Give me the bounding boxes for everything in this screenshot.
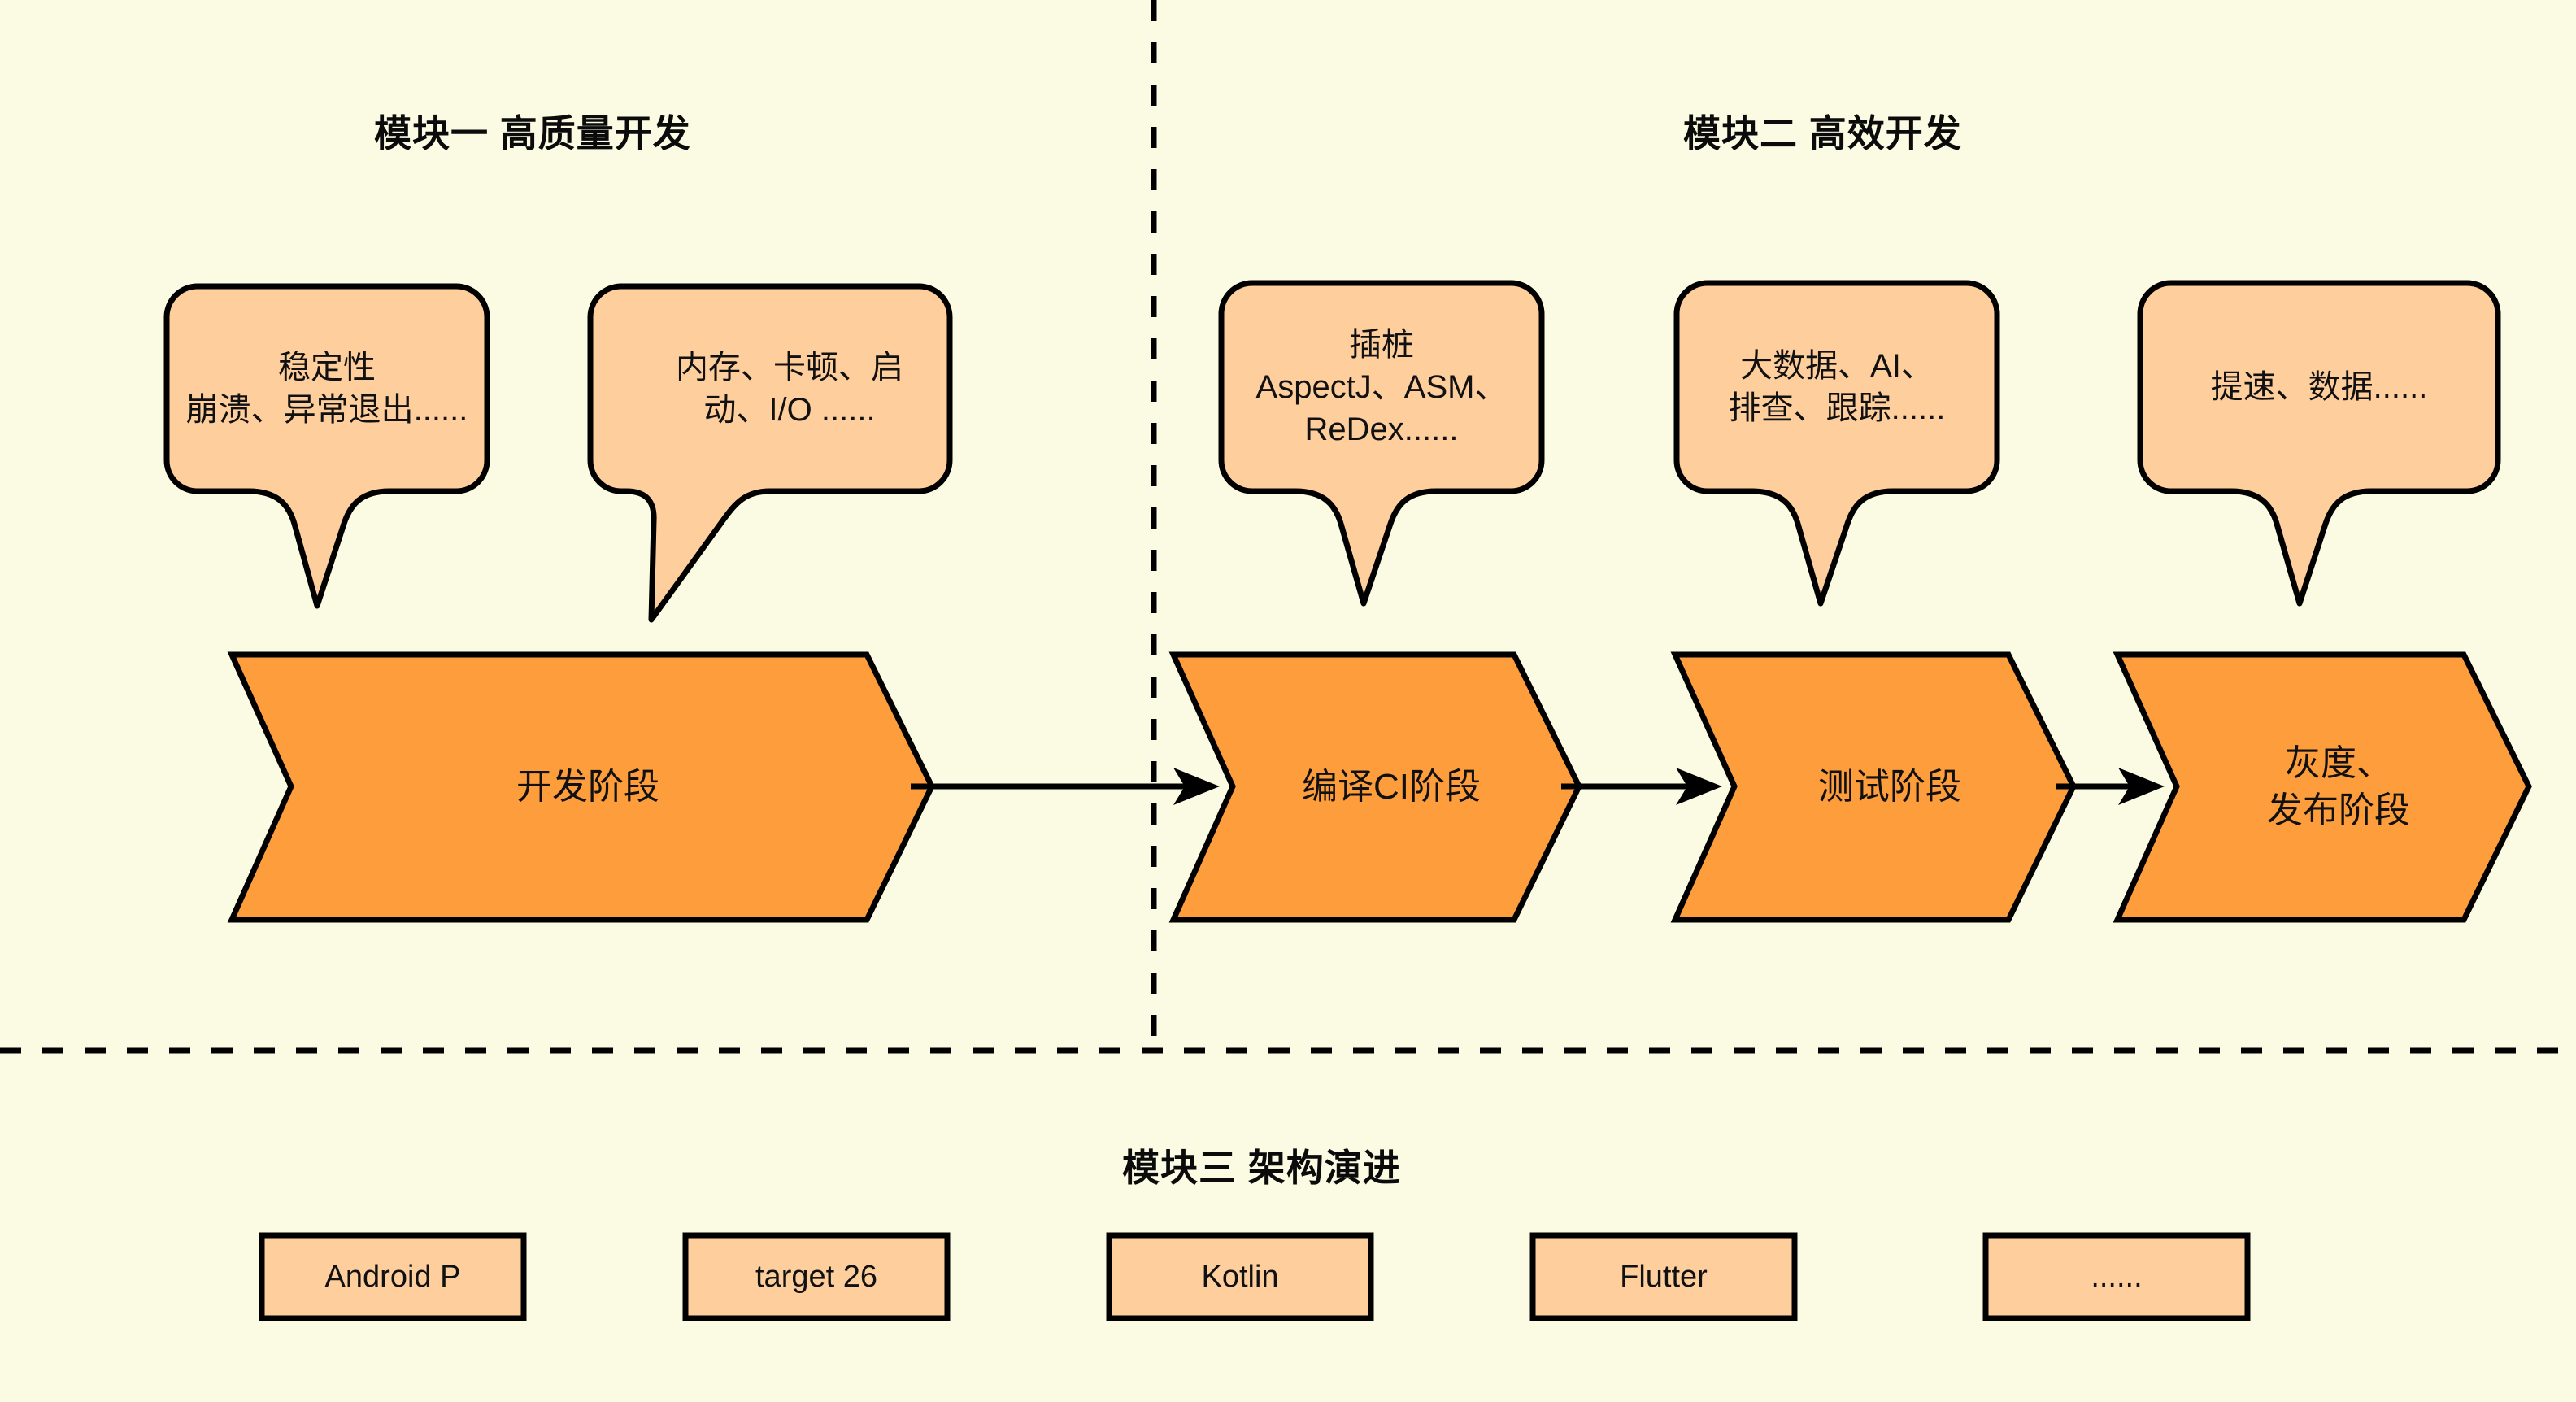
arrow-dev-to-ci-head xyxy=(1173,768,1220,805)
callout-bigdata-label: 大数据、AI、 排查、跟踪...... xyxy=(1728,348,1946,426)
callout-speedup-label: 提速、数据...... xyxy=(2210,369,2428,405)
stage-test-shape xyxy=(1670,651,2077,923)
tech-kotlin-label: Kotlin xyxy=(1201,1259,1279,1294)
tech-more-label: ...... xyxy=(2091,1259,2143,1294)
tech-target-26-shape xyxy=(682,1232,951,1321)
stage-dev-shape xyxy=(227,651,935,923)
tech-android-p-shape xyxy=(259,1232,527,1321)
stage-release-label: 灰度、 发布阶段 xyxy=(2267,743,2410,830)
stage-dev-label: 开发阶段 xyxy=(516,767,659,807)
tech-target-26-label: target 26 xyxy=(755,1259,877,1294)
stage-test-label: 测试阶段 xyxy=(1818,767,1961,807)
stage-ci-shape xyxy=(1168,651,1582,923)
arrow-ci-to-test-head xyxy=(1676,768,1722,805)
callout-speedup-shape xyxy=(2137,280,2501,607)
arrow-test-to-release-head xyxy=(2118,768,2165,805)
callout-performance-shape xyxy=(587,283,953,623)
tech-flutter-label: Flutter xyxy=(1620,1259,1708,1294)
callout-stability-shape xyxy=(163,283,490,609)
callout-instrumentation-label: 插桩 AspectJ、ASM、 ReDex...... xyxy=(1255,327,1508,447)
tech-more-shape xyxy=(1982,1232,2251,1321)
tech-kotlin-shape xyxy=(1106,1232,1374,1321)
stage-ci-label: 编译CI阶段 xyxy=(1302,767,1481,807)
tech-android-p-label: Android P xyxy=(324,1259,461,1294)
module-3-title: 模块三 架构演进 xyxy=(1122,1147,1401,1189)
module-1-title: 模块一 高质量开发 xyxy=(374,112,691,155)
module-2-title: 模块二 高效开发 xyxy=(1683,112,1962,155)
callout-performance-label: 内存、卡顿、启 动、I/O ...... xyxy=(676,350,903,428)
tech-flutter-shape xyxy=(1530,1232,1798,1321)
callout-stability-label: 稳定性 崩溃、异常退出...... xyxy=(185,350,468,428)
callout-instrumentation-shape xyxy=(1218,280,1545,607)
stage-release-shape xyxy=(2113,651,2532,923)
callout-bigdata-shape xyxy=(1673,280,2000,607)
